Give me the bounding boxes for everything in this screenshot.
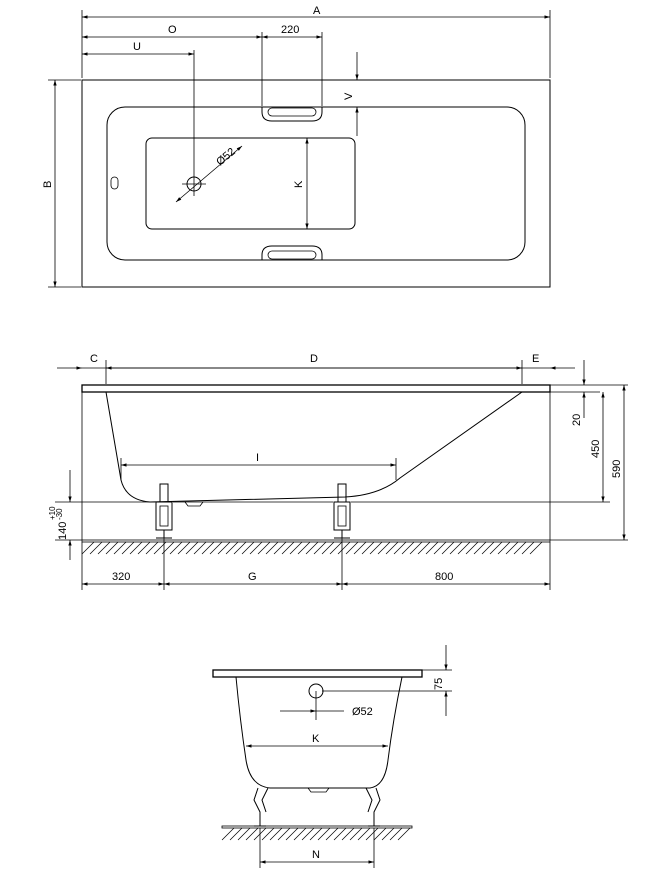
dim-75-label: 75 — [433, 678, 445, 690]
drain-diameter-label: Ø52 — [214, 146, 238, 169]
dim-20-label: 20 — [571, 414, 583, 426]
overflow-slot — [110, 176, 119, 190]
end-floor-hatching — [221, 827, 411, 841]
end-drain-diameter-label: Ø52 — [352, 706, 373, 718]
dim-u-label: U — [133, 41, 141, 53]
end-floor-line — [221, 825, 413, 829]
side-rim — [81, 384, 551, 393]
dim-320-label: 320 — [112, 571, 130, 583]
dim-k-label: K — [293, 180, 305, 188]
dim-140-tol-minus: -30 — [55, 508, 64, 520]
handle-top-grip — [267, 107, 317, 117]
tub-rim-outline — [81, 79, 551, 288]
dim-b-label: B — [42, 181, 54, 188]
side-tub-body — [105, 391, 523, 503]
handle-top — [261, 107, 323, 122]
floor-hatching — [81, 541, 543, 555]
handle-bottom — [261, 245, 323, 260]
dim-d-label: D — [310, 353, 318, 365]
end-feet — [253, 787, 381, 827]
dim-g-label: G — [248, 571, 257, 583]
dim-e-label: E — [532, 353, 539, 365]
dim-140-tol-plus: +10 — [48, 506, 57, 520]
dim-140-label: 140 — [57, 522, 69, 540]
dim-n-label: N — [312, 849, 320, 861]
dim-220-label: 220 — [281, 24, 299, 36]
end-view: Ø52 75 K N — [212, 645, 452, 868]
dim-i-label: I — [256, 452, 259, 464]
drain-dim-line — [175, 145, 243, 203]
dim-v-label: V — [343, 92, 355, 100]
top-view: Ø52 A O 220 U V B K — [42, 5, 551, 288]
tub-bottom-outline — [145, 137, 356, 230]
end-tub-body — [235, 676, 403, 789]
foot-left — [155, 483, 173, 539]
dim-a-label: A — [313, 5, 321, 17]
side-view: C D E 20 450 590 I 140 +10 -30 — [48, 353, 628, 590]
tub-inner-outline — [106, 106, 526, 261]
dim-c-label: C — [90, 353, 98, 365]
end-rim — [212, 669, 423, 678]
dim-590-label: 590 — [611, 460, 623, 478]
floor-line — [81, 539, 551, 543]
dim-450-label: 450 — [590, 440, 602, 458]
dim-o-label: O — [168, 24, 177, 36]
foot-right — [333, 483, 351, 539]
handle-bottom-grip — [267, 250, 317, 260]
end-dim-k-label: K — [312, 733, 320, 745]
dim-800-label: 800 — [435, 571, 453, 583]
